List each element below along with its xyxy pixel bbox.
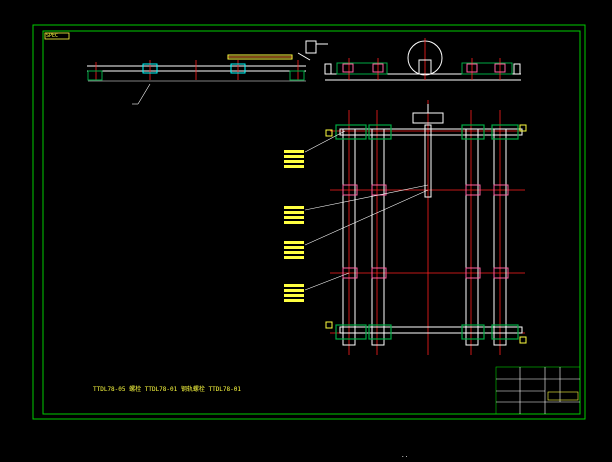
title-block — [495, 366, 581, 415]
callout-label-groups — [284, 150, 304, 302]
title-tag-box — [44, 32, 70, 40]
outer-frame — [32, 24, 586, 420]
bottom-mark: .. — [401, 452, 409, 459]
side-view-left — [87, 40, 328, 105]
plan-view — [325, 100, 527, 355]
drawing-note: TTDL78-05 螺栓 TTDL78-01 钢轨螺栓 TTDL78-01 — [93, 386, 241, 393]
callout-leaders — [304, 130, 429, 291]
title-tag: SPEC — [46, 33, 59, 39]
inner-frame — [42, 30, 581, 415]
side-view-right — [324, 38, 521, 81]
